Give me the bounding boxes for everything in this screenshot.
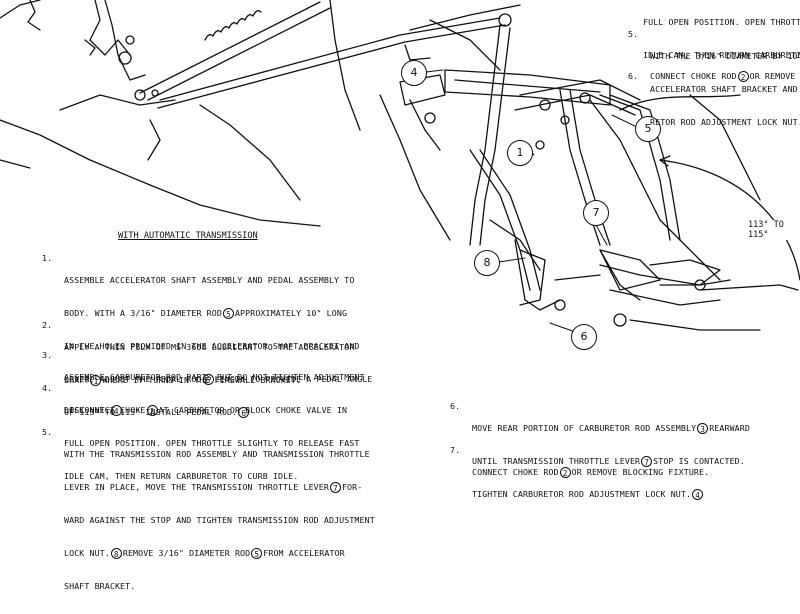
ref-circle: 6 — [238, 407, 250, 418]
step-text: WITH THE 3/16" DIAMETER BY 10" LO — [650, 51, 800, 61]
callout-4: 4 — [401, 60, 427, 86]
bracket-upper-left — [84, 0, 146, 81]
step-number: 7. — [450, 445, 461, 455]
ref-circle: 4 — [110, 405, 122, 416]
callout-8: 8 — [474, 250, 500, 276]
firewall-outline — [0, 0, 321, 227]
step-text: SHAFT BRACKET. — [64, 581, 136, 591]
fragment-line-2: IDLE CAM, THEN RETURN CARBURETI — [643, 50, 800, 60]
section-heading: WITH AUTOMATIC TRANSMISSION — [118, 231, 258, 241]
step-number: 5. — [628, 29, 639, 39]
ref-circle: 5 — [251, 548, 263, 559]
step-number: 6. — [450, 401, 461, 411]
step-text: CONNECT CHOKE ROD — [472, 467, 559, 477]
top-right-step-5: 5. WITH THE 3/16" DIAMETER BY 10" LO ACC… — [628, 29, 800, 150]
firewall-right — [329, 0, 761, 281]
pedal-pads — [519, 249, 799, 331]
callout-7: 7 — [583, 200, 609, 226]
ref-circle: 2 — [737, 71, 749, 82]
ref-circle: 1 — [90, 375, 102, 386]
callout-1: 1 — [507, 140, 533, 166]
ref-circle: 8 — [110, 548, 122, 559]
step-text: APPLY A THIN FILM OF MS 3608 LUBRICANT T… — [64, 342, 355, 352]
pedal-angle-label: 113° TO 115° — [746, 220, 800, 240]
callout-5: 5 — [635, 116, 661, 142]
step-text: IDLE CAM, THEN RETURN CARBURETOR TO CURB… — [64, 471, 299, 481]
step-number: 2. — [42, 320, 53, 330]
step-5: 5. WITH THE TRANSMISSION ROD ASSEMBLY AN… — [42, 427, 375, 614]
step-text: WHERE IT TURNS IN THE FIREWALL BRACKET. — [102, 375, 302, 385]
ref-circle: 3 — [697, 423, 709, 434]
step-text: WARD AGAINST THE STOP AND TIGHTEN TRANSM… — [64, 515, 375, 525]
step-text: LOCK NUT. — [64, 405, 110, 415]
step-text: STOP IS CONTACTED. — [653, 456, 745, 466]
step-text: DISCONNECT CHOKE — [64, 405, 146, 415]
step-text: LEVER IN PLACE, MOVE THE TRANSMISSION TH… — [64, 482, 329, 492]
ref-circle: 7 — [641, 456, 653, 467]
throttle-spring — [134, 1, 331, 101]
step-text: SHAFT — [64, 375, 90, 385]
step-number: 5. — [42, 427, 53, 437]
top-right-fragment: FULL OPEN POSITION. OPEN THROTT IDLE CAM… — [643, 0, 800, 72]
step-text: LENGTH TO PROVIDE A PEDAL ANGLE — [214, 374, 373, 384]
step-3: 3. ASSEMBLE CARBURETOR ROD PARTS BUT DO … — [42, 350, 365, 438]
step-2: 2. APPLY A THIN FILM OF MS 3608 LUBRICAN… — [42, 320, 354, 408]
ref-circle: 5 — [222, 308, 234, 319]
ref-circle: 2 — [559, 467, 571, 478]
step-number: 4. — [42, 383, 53, 393]
step-text: FULL OPEN POSITION. OPEN THROTTLE SLIGHT… — [64, 438, 360, 448]
pedal-angle-arc — [659, 159, 800, 281]
step-text: OR REMOVE BLOCKING FIXTURE. — [571, 467, 710, 477]
step-text: MOVE REAR PORTION OF CARBURETOR ROD ASSE… — [472, 423, 697, 433]
step-text: FROM ACCELERATOR — [263, 548, 345, 558]
step-text: AT CARBURETOR OR BLOCK CHOKE VALVE IN — [158, 405, 348, 415]
step-text: CONNECT CHOKE ROD — [650, 71, 737, 81]
step-text: APPROXIMATELY 10" LONG — [234, 308, 348, 318]
step-text: REARWARD — [709, 423, 750, 433]
ref-circle: 7 — [329, 482, 341, 493]
step-text: BODY. WITH A 3/16" DIAMETER ROD — [64, 308, 222, 318]
step-text: IN THE HOLES PROVIDED IN THE ACCELERATOR… — [64, 341, 360, 351]
callout-leaders — [425, 69, 638, 334]
step-text: OR REMOVE — [749, 71, 796, 81]
step-text: LEVER, ADJUST THE PEDAL ROD — [64, 374, 202, 384]
ref-circle: 2 — [146, 405, 158, 416]
step-1: 1. ASSEMBLE ACCELERATOR SHAFT ASSEMBLY A… — [42, 253, 373, 440]
step-text: ACCELERATOR SHAFT BRACKET AND — [650, 84, 798, 94]
step-text: LOCK NUT. — [64, 548, 110, 558]
step-text: RETOR ROD ADJUSTMENT LOCK NUT. — [650, 117, 800, 127]
step-text: UNTIL TRANSMISSION THROTTLE LEVER — [472, 456, 641, 466]
step-text: ASSEMBLE CARBURETOR ROD PARTS BUT DO NOT… — [64, 372, 365, 382]
step-text: OF 113° TO 115° INSTALL PEDAL ROD. — [64, 407, 238, 417]
step-text: WITH THE TRANSMISSION ROD ASSEMBLY AND T… — [64, 449, 370, 459]
linkage-diagram — [0, 0, 800, 334]
step-text: FOR- — [341, 482, 363, 492]
step-number: 3. — [42, 350, 53, 360]
ref-circle: 6 — [202, 374, 214, 385]
callout-6: 6 — [571, 324, 597, 350]
carburetor-rod-bracket — [399, 69, 611, 151]
fragment-line-1: FULL OPEN POSITION. OPEN THROTT — [643, 17, 800, 27]
step-number: 6. — [628, 71, 639, 81]
step-text: REMOVE 3/16" DIAMETER ROD — [122, 548, 251, 558]
step-text: ASSEMBLE ACCELERATOR SHAFT ASSEMBLY AND … — [64, 275, 355, 285]
step-number: 1. — [42, 253, 53, 263]
